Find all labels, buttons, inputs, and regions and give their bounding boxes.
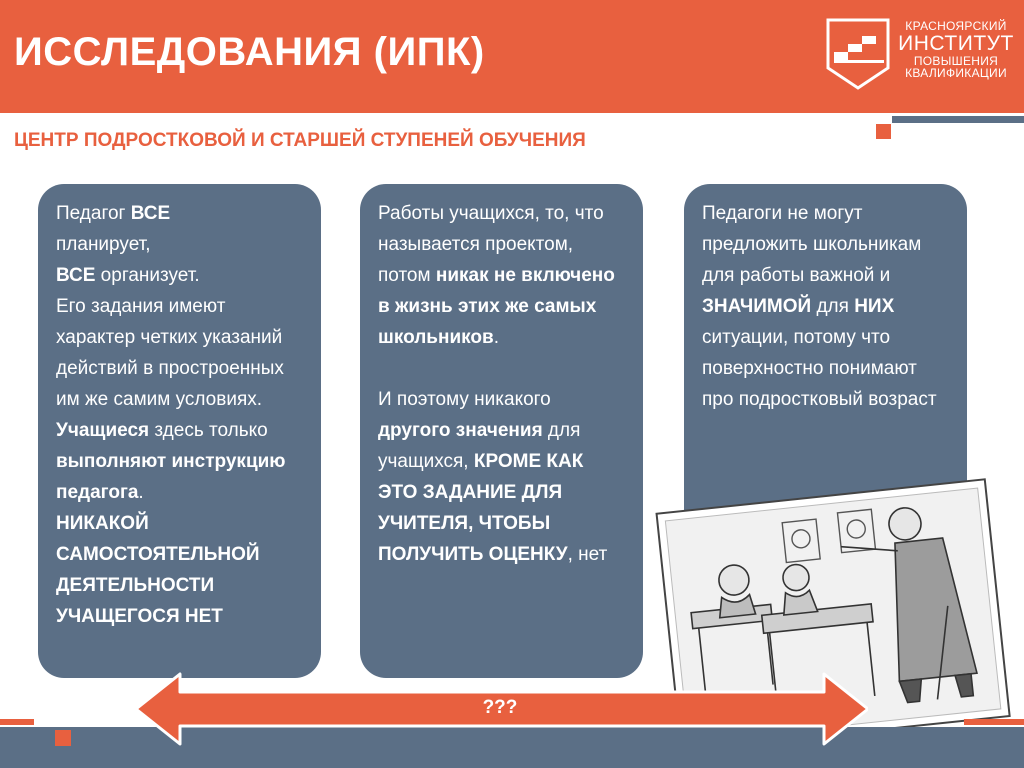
logo-line-3: ПОВЫШЕНИЯ: [913, 53, 999, 68]
card-1-bold: ВСЕ: [56, 265, 96, 286]
card-1-text: .: [138, 482, 144, 503]
card-1-bold: Учащиеся: [56, 420, 150, 441]
logo-text: КРАСНОЯРСКИЙ ИНСТИТУТ ПОВЫШЕНИЯ КВАЛИФИК…: [896, 20, 1016, 80]
card-2-text: .: [493, 327, 499, 348]
logo-line-2: ИНСТИТУТ: [898, 31, 1014, 55]
card-2-text: Работы учащихся, то, что называется прое…: [378, 203, 604, 286]
double-arrow-icon: [136, 672, 868, 746]
page-title: ИССЛЕДОВАНИЯ (ИПК): [14, 30, 485, 74]
card-3-para: Педагоги не могут предложить школьникам …: [702, 198, 951, 415]
bottom-left-accent-strip: [0, 719, 34, 725]
card-3-bold: ЗНАЧИМОЙ: [702, 296, 812, 317]
card-2-bold-caps: КРОМЕ КАК ЭТО ЗАДАНИЕ ДЛЯ УЧИТЕЛЯ, ЧТОБЫ…: [378, 451, 584, 565]
paragraph-gap: [378, 353, 627, 384]
logo-emblem-icon: [826, 18, 890, 90]
card-1-line-5: Учащиеся здесь только выполняют инструкц…: [56, 415, 305, 508]
card-2-bold: никак не включено в жизнь этих же самых …: [378, 265, 615, 348]
card-teacher-plans: Педагог ВСЕ планирует, ВСЕ организует. Е…: [38, 184, 321, 678]
card-1-line-1: Педагог ВСЕ: [56, 198, 305, 229]
logo-line-1: КРАСНОЯРСКИЙ: [905, 19, 1007, 33]
card-2-text: для учащихся,: [378, 420, 581, 472]
accent-bar-top: [892, 116, 1024, 123]
card-1-text: Педагог: [56, 203, 131, 224]
card-1-text: организует.: [95, 265, 200, 286]
card-1-bold: выполняют инструкцию педагога: [56, 451, 286, 503]
bottom-right-accent-strip: [964, 719, 1024, 725]
section-subtitle: ЦЕНТР ПОДРОСТКОВОЙ И СТАРШЕЙ СТУПЕНЕЙ ОБ…: [14, 130, 586, 151]
card-2-text: И поэтому никакого: [378, 389, 551, 410]
card-1-bold: ВСЕ: [130, 203, 171, 224]
card-1-line-3: ВСЕ организует.: [56, 260, 305, 291]
card-1-line-4: Его задания имеют характер четких указан…: [56, 296, 284, 410]
card-2-para-2: И поэтому никакого другого значения для …: [378, 384, 627, 570]
card-3-text: ситуации, потому что поверхностно понима…: [702, 327, 937, 410]
card-1-bold-caps: НИКАКОЙ САМОСТОЯТЕЛЬНОЙ ДЕЯТЕЛЬНОСТИ УЧА…: [56, 513, 260, 627]
card-2-text: , нет: [567, 544, 608, 565]
card-student-projects: Работы учащихся, то, что называется прое…: [360, 184, 643, 678]
arrow-label: ???: [482, 697, 518, 718]
card-2-bold: другого значения: [378, 420, 543, 441]
teacher-student-cartoon-illustration: [655, 478, 1011, 750]
accent-square-top: [876, 124, 891, 139]
logo-line-4: КВАЛИФИКАЦИИ: [905, 66, 1007, 81]
bottom-accent-square: [55, 730, 71, 746]
card-2-para-1: Работы учащихся, то, что называется прое…: [378, 198, 627, 353]
card-1-line-2: планирует,: [56, 234, 151, 255]
card-3-bold: НИХ: [854, 296, 895, 317]
institute-logo: КРАСНОЯРСКИЙ ИНСТИТУТ ПОВЫШЕНИЯ КВАЛИФИК…: [826, 18, 1016, 92]
card-3-text: для: [811, 296, 855, 317]
card-1-line-6: НИКАКОЙ САМОСТОЯТЕЛЬНОЙ ДЕЯТЕЛЬНОСТИ УЧА…: [56, 508, 305, 632]
card-1-text: здесь только: [149, 420, 268, 441]
card-3-text: Педагоги не могут предложить школьникам …: [702, 203, 922, 286]
